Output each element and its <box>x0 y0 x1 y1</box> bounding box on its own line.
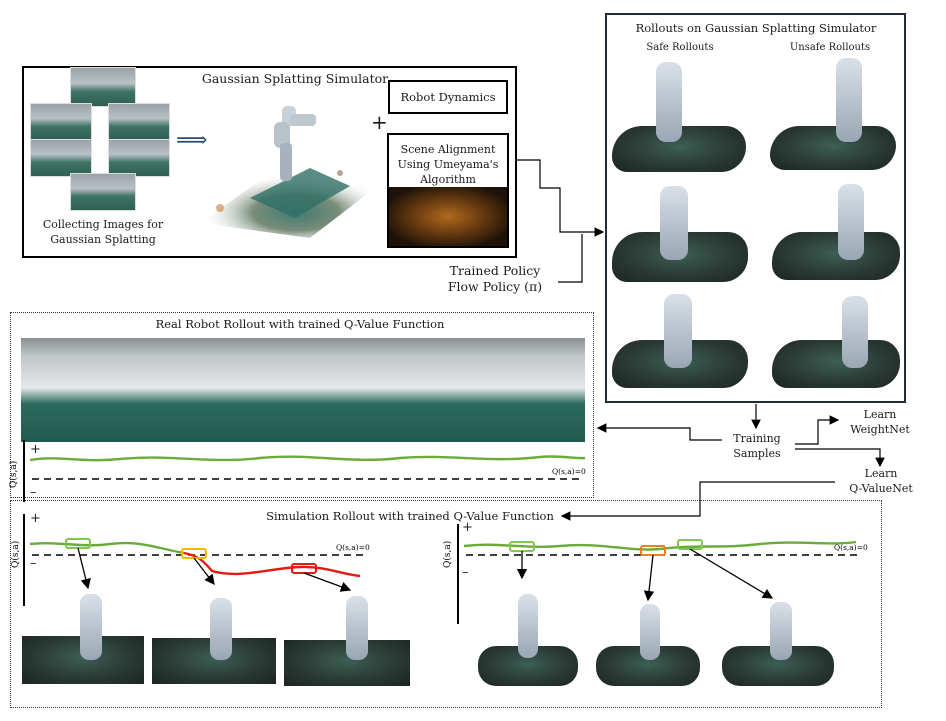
training-samples-label: Training Samples <box>733 432 781 460</box>
sim-left-threshold-label: Q(s,a)=0 <box>336 543 370 552</box>
frame-pointer-arrow <box>303 572 352 592</box>
frame-pointer-arrow <box>77 547 91 590</box>
sim-left-y-axis-label: Q(s,a) <box>10 541 21 568</box>
unsafe-rollout-render <box>772 232 900 280</box>
real-robot-frame <box>303 338 445 442</box>
real-robot-frame <box>21 338 163 442</box>
plus-icon: + <box>371 110 388 134</box>
robot-arm-render <box>836 58 862 142</box>
frame-pointer-arrow <box>193 557 215 586</box>
capture-image <box>70 173 136 211</box>
frame-pointer-arrow <box>689 548 774 599</box>
plus-sign: + <box>30 511 41 526</box>
simulation-title: Simulation Rollout with trained Q-Value … <box>266 509 554 523</box>
minus-sign: – <box>30 485 37 500</box>
learn-qvaluenet-label: Learn Q-ValueNet <box>849 467 913 495</box>
real-robot-frame <box>162 338 304 442</box>
real-robot-threshold-label: Q(s,a)=0 <box>552 467 586 476</box>
real-robot-panel <box>10 312 594 498</box>
rollouts-panel <box>605 13 906 403</box>
trained-policy-label: Trained Policy Flow Policy (π) <box>447 263 543 295</box>
capture-image <box>70 67 136 107</box>
robot-arm-render <box>842 296 868 368</box>
connector-arrow <box>596 423 722 441</box>
capture-image <box>108 139 170 177</box>
frame-pointer-arrow <box>643 554 655 602</box>
plus-sign: + <box>462 520 473 535</box>
plus-sign: + <box>30 442 41 457</box>
sim-left-safe-curve <box>29 541 185 555</box>
double-arrow-icon: ⟹ <box>176 128 208 153</box>
connector-arrow <box>560 481 835 521</box>
sim-right-safe-curve <box>463 540 857 551</box>
robot-arm-render <box>346 596 368 660</box>
robot-arm-render <box>210 598 232 660</box>
robot-arm-render <box>640 604 660 660</box>
scene-alignment-line: Scene Alignment <box>400 143 496 156</box>
gaussian-simulator-title: Gaussian Splatting Simulator <box>201 71 389 86</box>
real-robot-title: Real Robot Rollout with trained Q-Value … <box>155 317 445 331</box>
sim-right-y-axis-label: Q(s,a) <box>442 541 453 568</box>
capture-image <box>30 139 92 177</box>
alignment-point-cloud <box>389 187 507 246</box>
connector-arrow <box>558 234 583 283</box>
unsafe-rollouts-label: Unsafe Rollouts <box>789 42 871 53</box>
real-robot-y-axis-label: Q(s,a) <box>8 461 19 488</box>
simulation-panel <box>10 500 882 708</box>
robot-arm-render <box>838 184 864 260</box>
connector-arrow <box>795 415 840 445</box>
real-robot-q-curve <box>29 455 586 462</box>
minus-sign: – <box>462 565 469 580</box>
unsafe-rollout-render <box>770 126 896 170</box>
robot-arm-render <box>770 602 792 660</box>
robot-dynamics-box: Robot Dynamics <box>388 80 508 114</box>
safe-rollouts-label: Safe Rollouts <box>646 42 714 53</box>
capture-image <box>108 103 170 141</box>
robot-arm-render <box>80 594 102 660</box>
real-robot-frame <box>444 338 585 442</box>
sim-left-unsafe-curve <box>183 551 361 578</box>
learn-weightnet-label: Learn WeightNet <box>850 408 910 436</box>
unsafe-rollout-render <box>772 340 900 388</box>
gaussian-splat-render <box>200 106 375 238</box>
minus-sign: – <box>30 556 37 571</box>
robot-arm-render <box>660 186 688 260</box>
capture-caption: Collecting Images for Gaussian Splatting <box>42 218 164 246</box>
scene-alignment-box: Scene Alignment Using Umeyama's Algorith… <box>387 133 509 248</box>
sim-right-threshold-label: Q(s,a)=0 <box>834 543 868 552</box>
robot-arm-render <box>664 294 692 368</box>
robot-arm-render <box>518 594 538 658</box>
rollouts-title: Rollouts on Gaussian Splatting Simulator <box>635 21 877 35</box>
robot-arm-render <box>656 62 682 142</box>
connector-arrow <box>795 448 885 468</box>
scene-alignment-line: Using Umeyama's <box>397 157 499 171</box>
connector-arrow <box>517 159 605 237</box>
scene-alignment-line: Algorithm <box>420 172 476 186</box>
